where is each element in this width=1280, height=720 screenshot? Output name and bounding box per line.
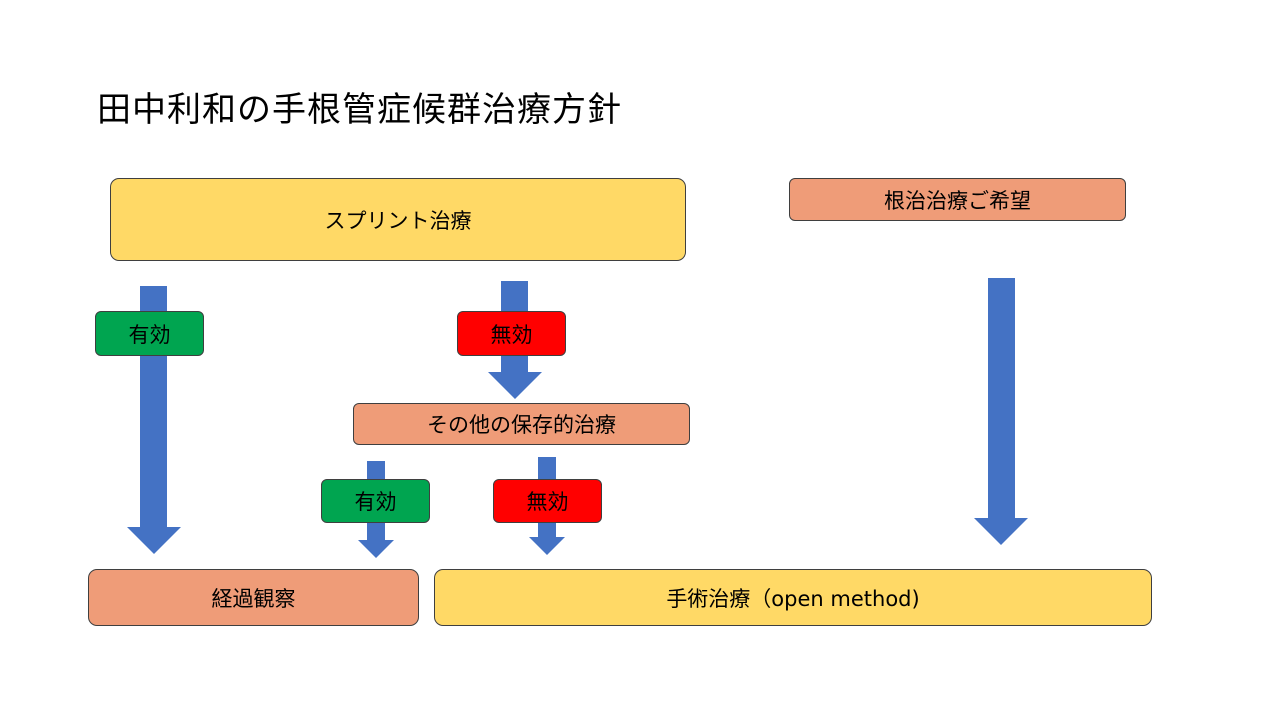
observation-box: 経過観察 [88,569,419,626]
arrow-wish-to-surgery [974,278,1028,545]
surgery-box: 手術治療（open method) [434,569,1152,626]
other-conservative-treatment-box: その他の保存的治療 [353,403,690,445]
radical-treatment-wish-box: 根治治療ご希望 [789,178,1126,221]
effective-label-1: 有効 [95,311,204,356]
splint-treatment-box: スプリント治療 [110,178,686,261]
ineffective-label-1: 無効 [457,311,566,356]
ineffective-label-2: 無効 [493,479,602,523]
page-title: 田中利和の手根管症候群治療方針 [97,90,622,130]
effective-label-2: 有効 [321,479,430,523]
